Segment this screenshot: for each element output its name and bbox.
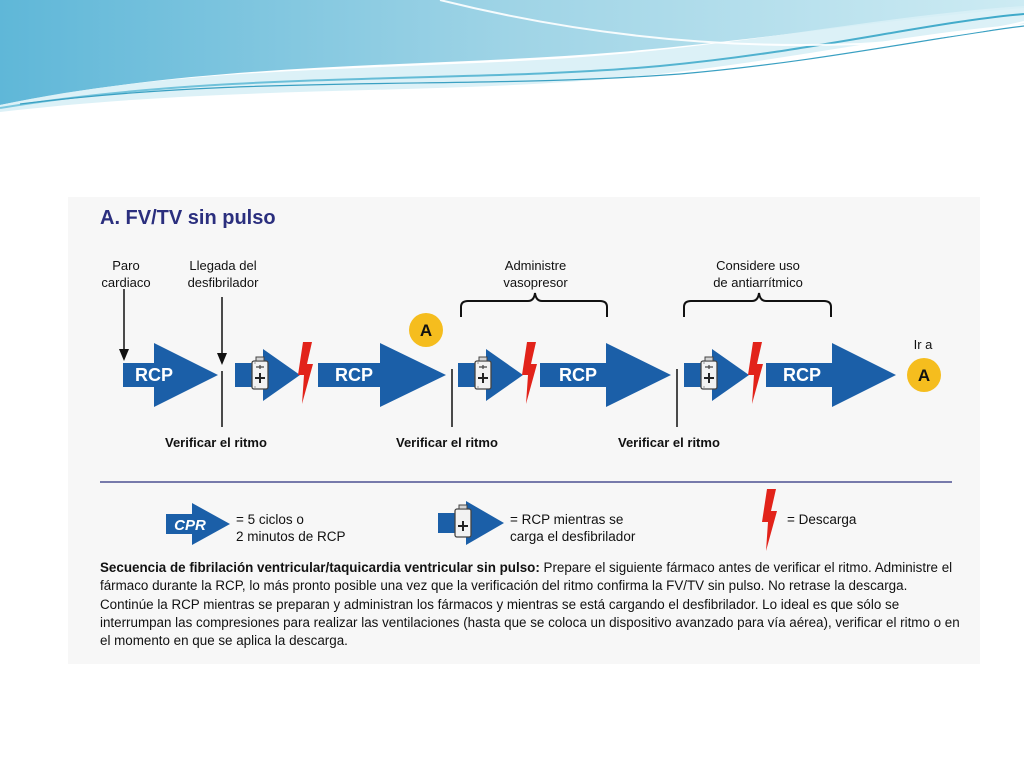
svg-text:RCP: RCP (135, 365, 173, 385)
legend-charging-text: = RCP mientras se carga el desfibrilador (510, 512, 636, 544)
svg-text:RCP: RCP (559, 365, 597, 385)
label-administre-vasopresor: Administre vasopresor (503, 258, 568, 290)
charging-arrow-3 (684, 349, 749, 401)
label-llegada-desfibrilador: Llegada del desfibrilador (187, 258, 259, 290)
legend-cpr-text: = 5 ciclos o 2 minutos de RCP (236, 512, 346, 544)
shock-bolt-icon (748, 342, 763, 404)
marker-a-end: A (907, 358, 941, 392)
legend-shock-text: = Descarga (787, 512, 857, 527)
svg-text:A: A (918, 366, 930, 385)
charging-arrow-2 (458, 349, 523, 401)
svg-text:CPR: CPR (174, 517, 206, 534)
shock-bolt-icon (522, 342, 537, 404)
sequence-diagram: RCP RCP RCP RCP (100, 289, 952, 483)
label-paro-cardiaco: Paro cardiaco (101, 258, 151, 290)
rcp-arrow-3: RCP (540, 343, 671, 407)
vasopressor-brace (460, 292, 608, 317)
battery-icon (700, 356, 718, 390)
rcp-arrow-4: RCP (766, 343, 896, 407)
caption-body: Prepare el siguiente fármaco antes de ve… (100, 560, 960, 649)
rhythm-check-label: Verificar el ritmo (165, 435, 267, 450)
caption-heading: Secuencia de fibrilación ventricular/taq… (100, 560, 540, 575)
label-ir-a: Ir a (913, 337, 933, 352)
charging-arrow-1 (235, 349, 300, 401)
header-wave-decoration (0, 0, 1024, 112)
svg-text:A: A (420, 321, 432, 340)
battery-icon (251, 356, 269, 390)
legend-shock-icon (762, 489, 777, 551)
battery-icon (474, 356, 492, 390)
acls-figure: A. FV/TV sin pulso RCP RCP (68, 197, 980, 664)
rcp-arrow-1: RCP (123, 343, 218, 407)
antiarrhythmic-brace (683, 292, 832, 317)
rhythm-check-label: Verificar el ritmo (618, 435, 720, 450)
legend-charging-arrow (438, 501, 504, 545)
rhythm-check-label: Verificar el ritmo (396, 435, 498, 450)
shock-bolt-icon (298, 342, 313, 404)
svg-text:RCP: RCP (335, 365, 373, 385)
marker-a-top: A (409, 313, 443, 347)
svg-text:RCP: RCP (783, 365, 821, 385)
rcp-arrow-2: RCP (318, 343, 446, 407)
label-considere-antiarritmico: Considere uso de antiarrítmico (713, 258, 803, 290)
legend-cpr-arrow: CPR (166, 503, 230, 545)
figure-title: A. FV/TV sin pulso (100, 207, 276, 229)
sequence-caption: Secuencia de fibrilación ventricular/taq… (100, 559, 960, 650)
